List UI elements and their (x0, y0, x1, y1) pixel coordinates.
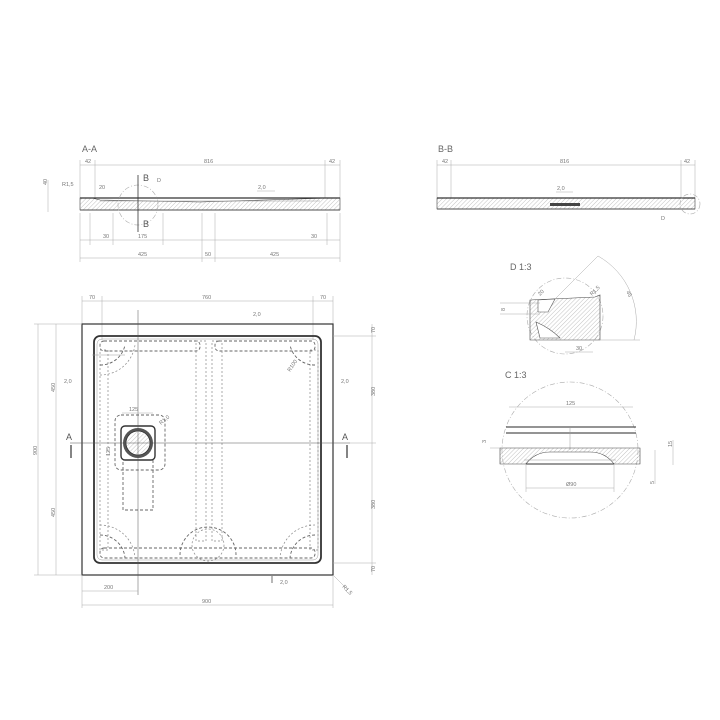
dim-plan-right-upper: 380 (371, 387, 377, 396)
dim-aa-inner-width: 816 (204, 159, 213, 165)
dim-plan-top-inner: 760 (202, 295, 211, 301)
dim-plan-corner-outer: R1,5 (341, 584, 353, 596)
dim-aa-radius: R1,5 (62, 182, 74, 188)
dim-aa-right-flange: 42 (329, 159, 335, 165)
dim-plan-bottom-wall: 2,0 (280, 580, 288, 586)
dim-bb-inner-width: 816 (560, 159, 569, 165)
dim-aa-left-half: 425 (138, 252, 147, 258)
dim-plan-left-wall: 2,0 (64, 379, 72, 385)
detail-c-view: C 1:3 125 3 15 5 Ø90 (482, 370, 674, 519)
dim-aa-right-offset: 30 (311, 234, 317, 240)
dim-plan-left-upper: 450 (51, 383, 57, 392)
detail-d-ref-aa: D (157, 178, 161, 184)
dim-plan-right-wall: 2,0 (341, 379, 349, 385)
dim-aa-angle: 20 (99, 185, 105, 191)
plan-view: 70 760 70 2,0 (33, 295, 377, 608)
dim-plan-drain-offset: 125 (106, 447, 112, 456)
section-a-marker-left: A (66, 432, 72, 442)
dim-plan-drain-square: 125 (129, 407, 138, 413)
dim-aa-left-flange: 42 (85, 159, 91, 165)
dim-plan-overall-width: 900 (202, 599, 211, 605)
dim-aa-right-half: 425 (270, 252, 279, 258)
section-bb-view: B-B 42 816 42 2,0 D (436, 144, 701, 222)
section-aa-view: A-A 42 816 42 40 R1,5 20 2,0 B B D (43, 144, 341, 262)
dim-aa-height: 40 (43, 179, 49, 185)
dim-plan-overall-height: 900 (33, 446, 39, 455)
dim-d-width: 30 (576, 346, 582, 352)
dim-c-square: 125 (566, 401, 575, 407)
section-b-marker-top: B (143, 173, 149, 183)
dim-plan-left-lower: 450 (51, 508, 57, 517)
dim-aa-left-offset: 30 (103, 234, 109, 240)
dim-d-angle-inner: 20 (537, 289, 546, 298)
dim-d-height: 8 (501, 308, 507, 311)
dim-c-diameter: Ø90 (566, 482, 576, 488)
dim-bb-thickness: 2,0 (557, 186, 565, 192)
detail-d-title: D 1:3 (510, 262, 532, 272)
dim-plan-top-left-rim: 70 (89, 295, 95, 301)
section-b-marker-bottom: B (143, 219, 149, 229)
detail-d-ref-bb: D (661, 216, 665, 222)
dim-bb-left-flange: 42 (442, 159, 448, 165)
detail-d-view: D 1:3 8 20 R1,5 45 30 (500, 255, 640, 355)
dim-plan-right-lower: 380 (371, 500, 377, 509)
dim-aa-center-gap: 50 (205, 252, 211, 258)
dim-plan-top-thickness: 2,0 (253, 312, 261, 318)
section-bb-title: B-B (438, 144, 453, 154)
dim-plan-right-top-rim: 70 (371, 327, 377, 333)
dim-c-right-height: 15 (668, 441, 674, 447)
dim-bb-right-flange: 42 (684, 159, 690, 165)
dim-c-right-lower: 5 (650, 481, 656, 484)
section-aa-title: A-A (82, 144, 97, 154)
dim-plan-top-right-rim: 70 (320, 295, 326, 301)
detail-c-title: C 1:3 (505, 370, 527, 380)
dim-aa-drain-box: 175 (138, 234, 147, 240)
dim-c-left-height: 3 (482, 440, 488, 443)
dim-plan-drain-from-left: 200 (104, 585, 113, 591)
dim-plan-corner-radius: R100 (287, 359, 299, 373)
dim-plan-right-bottom-rim: 70 (371, 566, 377, 572)
dim-d-angle-outer: 45 (624, 290, 632, 298)
section-a-marker-right: A (342, 432, 348, 442)
dim-aa-thickness: 2,0 (258, 185, 266, 191)
